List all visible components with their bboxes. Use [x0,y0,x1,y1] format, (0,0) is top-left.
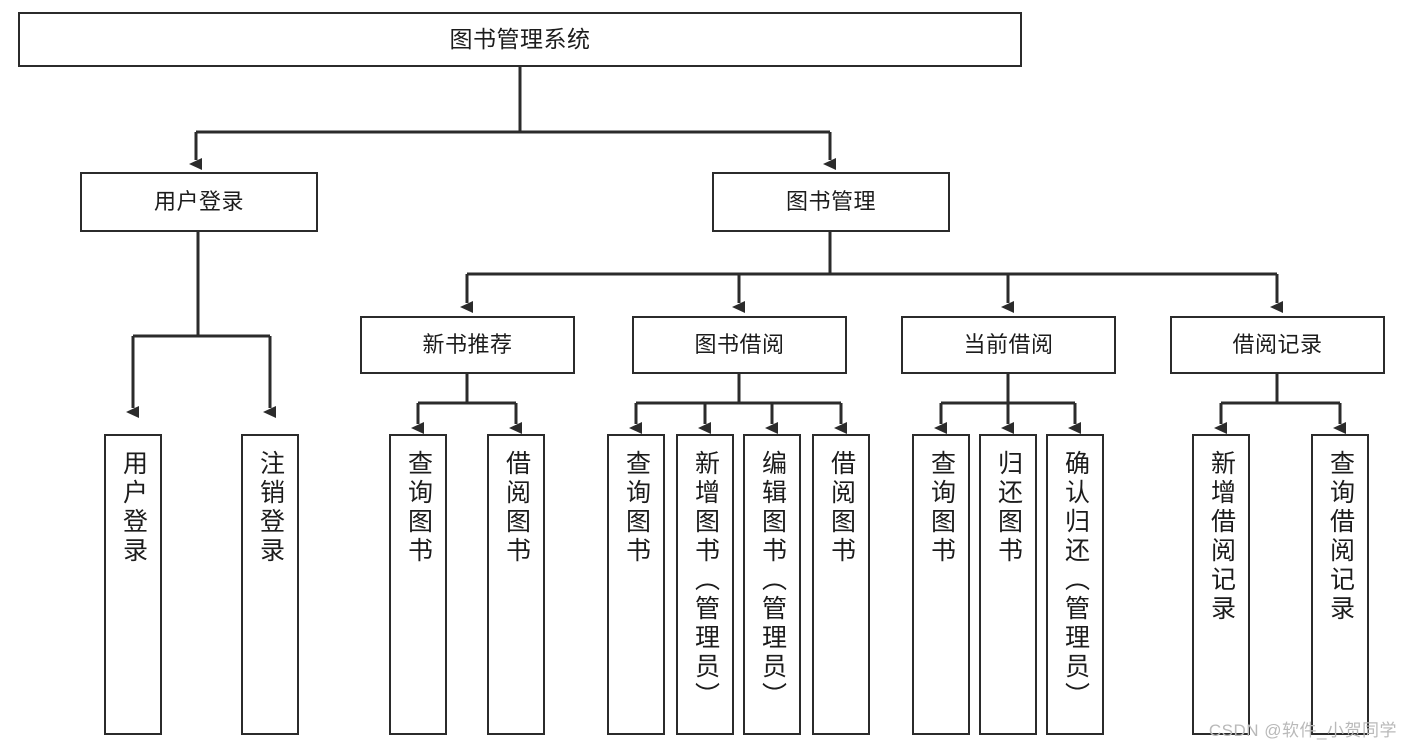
node-label: 注销登录 [256,450,285,566]
node-label: 用户登录 [119,450,148,566]
node-book-management[interactable]: 图书管理 [712,172,950,232]
leaf-current-borrow-query-book[interactable]: 查询图书 [912,434,970,735]
node-label: 编辑图书（管理员） [758,450,787,711]
node-label: 查询借阅记录 [1326,450,1355,624]
node-borrow-record[interactable]: 借阅记录 [1170,316,1385,374]
node-label: 查询图书 [404,450,433,566]
node-label: 图书管理 [785,189,876,215]
node-label: 新书推荐 [422,332,513,358]
leaf-new-book-borrow-book[interactable]: 借阅图书 [487,434,545,735]
node-label: 查询图书 [622,450,651,566]
node-label: 新增图书（管理员） [691,450,720,711]
leaf-new-book-query-book[interactable]: 查询图书 [389,434,447,735]
node-current-borrow[interactable]: 当前借阅 [901,316,1116,374]
leaf-book-borrow-edit-book-admin[interactable]: 编辑图书（管理员） [743,434,801,735]
leaf-book-borrow-add-book-admin[interactable]: 新增图书（管理员） [676,434,734,735]
node-label: 图书借阅 [694,332,785,358]
node-label: 当前借阅 [963,332,1054,358]
node-label: 用户登录 [153,189,244,215]
leaf-book-borrow-borrow-book[interactable]: 借阅图书 [812,434,870,735]
node-root-book-management-system[interactable]: 图书管理系统 [18,12,1022,67]
node-label: 借阅图书 [502,450,531,566]
node-label: 查询图书 [927,450,956,566]
node-label: 借阅图书 [827,450,856,566]
leaf-borrow-record-query-record[interactable]: 查询借阅记录 [1311,434,1369,735]
node-user-login[interactable]: 用户登录 [80,172,318,232]
node-label: 确认归还（管理员） [1061,450,1090,711]
watermark-text: CSDN @软件_小贺同学 [1208,721,1397,740]
node-new-book-recommend[interactable]: 新书推荐 [360,316,575,374]
node-label: 归还图书 [994,450,1023,566]
leaf-current-borrow-confirm-return-admin[interactable]: 确认归还（管理员） [1046,434,1104,735]
leaf-user-login-logout[interactable]: 注销登录 [241,434,299,735]
node-label: 新增借阅记录 [1207,450,1236,624]
node-label: 借阅记录 [1232,332,1323,358]
leaf-current-borrow-return-book[interactable]: 归还图书 [979,434,1037,735]
leaf-borrow-record-add-record[interactable]: 新增借阅记录 [1192,434,1250,735]
node-label: 图书管理系统 [449,25,591,52]
leaf-book-borrow-query-book[interactable]: 查询图书 [607,434,665,735]
leaf-user-login-login[interactable]: 用户登录 [104,434,162,735]
node-book-borrow[interactable]: 图书借阅 [632,316,847,374]
